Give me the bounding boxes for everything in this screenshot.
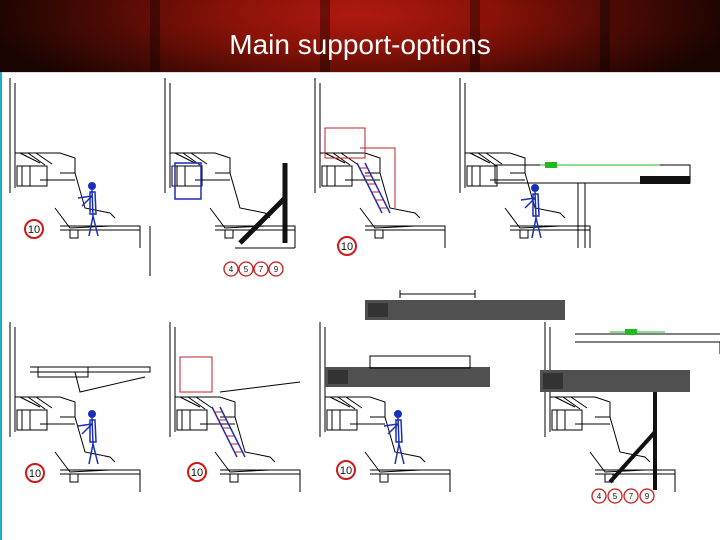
badges-panel-2: 4 5 7 9 (223, 261, 284, 277)
panel-8 (540, 321, 720, 493)
support-options-drawings: 10 4 5 7 9 10 (9, 77, 720, 504)
panel-7 (319, 290, 565, 493)
badge-10-panel-3: 10 (341, 241, 353, 253)
badge-10-panel-1: 10 (28, 224, 40, 236)
header-divider (0, 72, 720, 73)
badge-10-panel-5: 10 (29, 468, 41, 480)
panel-1: 10 (9, 77, 151, 276)
frame-left-border (0, 72, 2, 540)
badges-panel-8: 4 5 7 9 (591, 488, 655, 504)
badge-9-panel-8: 9 (645, 492, 650, 501)
badge-9-panel-2: 9 (274, 265, 279, 274)
header-stripe (470, 0, 480, 72)
badge-panel-7: 10 (336, 460, 356, 480)
badge-5-panel-2: 5 (244, 265, 249, 274)
panel-4 (459, 77, 691, 249)
badge-10-panel-7: 10 (340, 465, 352, 477)
badge-panel-3: 10 (337, 236, 357, 256)
panel-2 (164, 77, 296, 249)
panel-6 (169, 321, 301, 493)
badge-5-panel-8: 5 (613, 492, 618, 501)
badge-4-panel-8: 4 (597, 492, 602, 501)
panel-3 (314, 77, 446, 249)
badge-4-panel-2: 4 (229, 265, 234, 274)
badge-panel-5: 10 (25, 463, 45, 483)
badge-10-panel-6: 10 (191, 467, 203, 479)
title-bar: Main support-options (0, 0, 720, 72)
panel-5 (9, 321, 151, 493)
header-stripe (320, 0, 330, 72)
slide-title: Main support-options (229, 29, 491, 60)
header-stripe (600, 0, 610, 72)
header-stripe (150, 0, 160, 72)
badge-panel-6: 10 (187, 462, 207, 482)
badge-7-panel-8: 7 (629, 492, 634, 501)
badge-7-panel-2: 7 (259, 265, 264, 274)
